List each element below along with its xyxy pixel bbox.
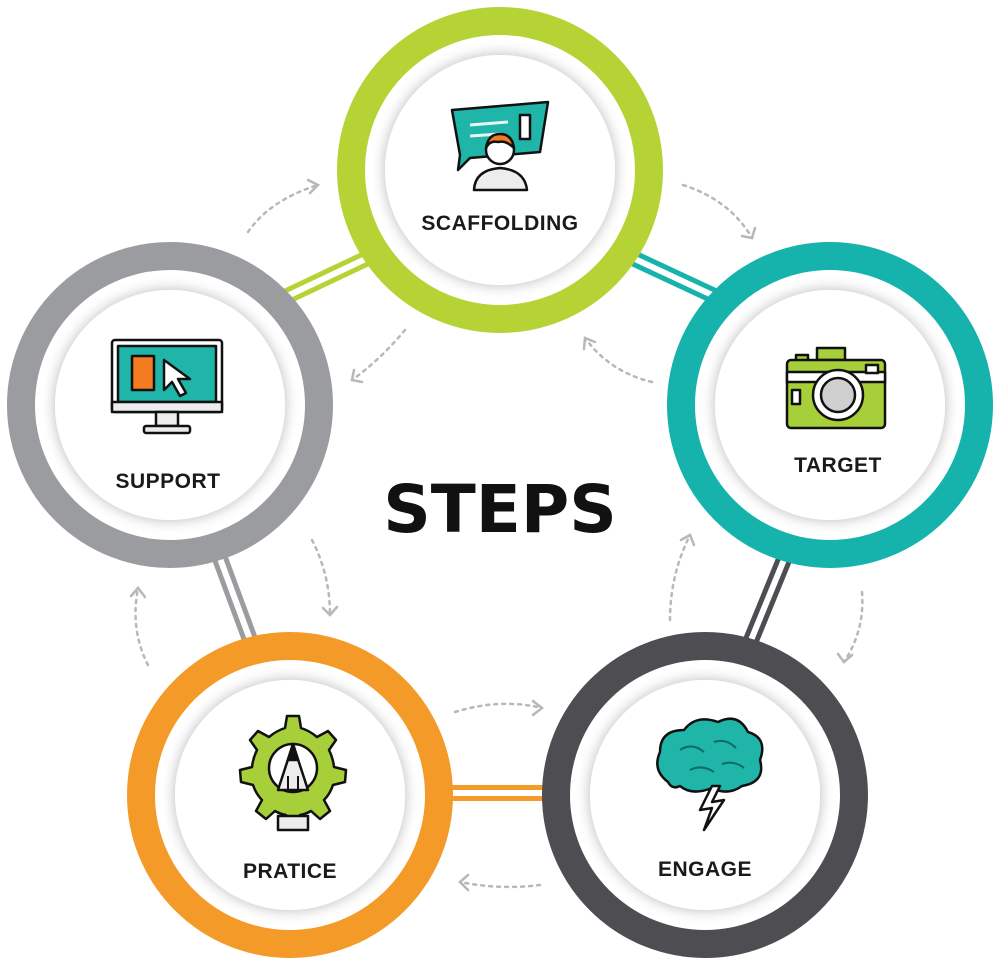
arrow-head (350, 368, 364, 384)
node-label-target: TARGET (794, 454, 882, 477)
arrow-inner-target-scaffolding (583, 336, 654, 384)
arrow-head (321, 605, 339, 617)
node-inner-disc (590, 680, 820, 910)
arrow-head (531, 699, 545, 717)
diagram-title: STEPS (383, 471, 617, 548)
arrow-head (582, 336, 597, 351)
node-label-support: SUPPORT (115, 470, 220, 493)
arrow-head (740, 226, 757, 240)
storm-cloud-icon (656, 717, 764, 832)
node-label-scaffolding: SCAFFOLDING (421, 212, 578, 235)
arrow-inner-practice-engage (453, 702, 544, 714)
node-engage (542, 632, 868, 958)
cycle-arrows (129, 178, 864, 892)
arrow-inner-engage-target (668, 533, 692, 622)
arrow-outer-engage-practice (458, 880, 542, 889)
arrow-head (306, 178, 321, 195)
presenter-chat-icon (450, 100, 550, 192)
gear-pencil-icon (238, 714, 348, 832)
arrow-outer-scaffolding-target (681, 183, 754, 240)
arrow-head (836, 652, 854, 664)
node-label-practice: PRATICE (243, 860, 337, 883)
arrow-head (458, 873, 470, 892)
node-label-engage: ENGAGE (658, 858, 752, 881)
arrow-inner-support-practice (310, 538, 332, 617)
arrow-outer-support-scaffolding (246, 183, 320, 234)
arrow-head (129, 586, 147, 599)
arrow-head (679, 533, 696, 547)
monitor-cursor-icon (110, 338, 224, 435)
arrow-outer-practice-support (134, 586, 150, 667)
arrow-inner-scaffolding-support (350, 328, 407, 382)
arrow-outer-target-engage (842, 590, 864, 664)
camera-icon (785, 346, 887, 430)
